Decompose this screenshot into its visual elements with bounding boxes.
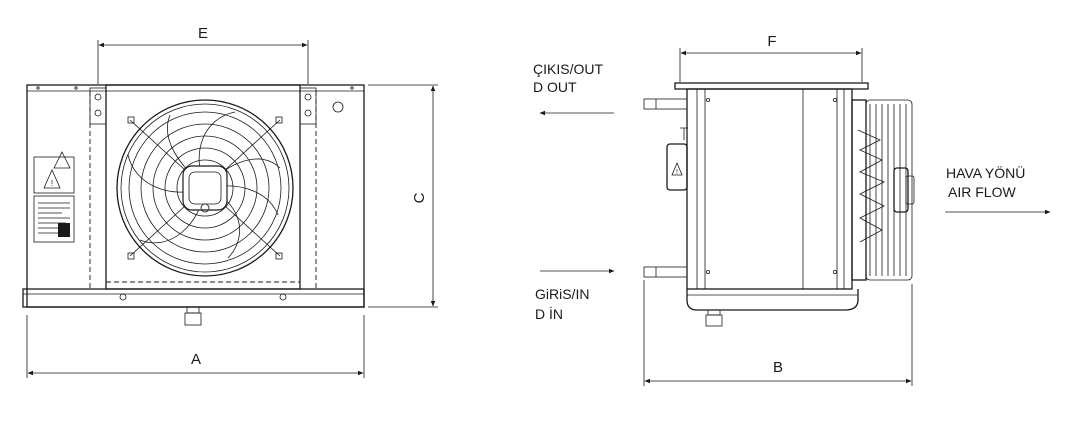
side-drain-tray xyxy=(686,289,859,311)
dimension-e-label: E xyxy=(198,25,208,42)
airflow-label-line2: AIR FLOW xyxy=(948,184,1016,200)
airflow-label-line1: HAVA YÖNÜ xyxy=(946,164,1025,181)
side-body xyxy=(686,88,853,290)
side-fan-guard xyxy=(851,99,915,281)
valve-box xyxy=(666,143,688,191)
outlet-label-line1: ÇIKIS/OUT xyxy=(533,61,603,77)
dimension-e: E xyxy=(97,25,309,84)
inlet-pipe xyxy=(643,266,688,278)
outlet-label-line2: D OUT xyxy=(533,79,577,95)
dimension-f-label: F xyxy=(767,33,776,50)
front-view: ! xyxy=(22,84,365,326)
side-view: ! xyxy=(643,82,915,327)
name-plate xyxy=(33,195,75,243)
dimension-f: F xyxy=(679,33,863,82)
inlet-label-line1: GiRiS/IN xyxy=(535,286,589,302)
fan-shroud xyxy=(105,84,301,290)
outlet-pipe xyxy=(643,98,688,110)
dimension-a: A xyxy=(26,315,365,378)
dimension-c-label: C xyxy=(411,192,428,203)
dimension-b: B xyxy=(643,280,913,386)
svg-text:!: ! xyxy=(51,179,53,188)
dimension-b-label: B xyxy=(773,359,783,376)
inlet-label-line2: D İN xyxy=(535,305,563,322)
front-drain-tray xyxy=(22,288,365,308)
dimension-a-label: A xyxy=(191,351,201,368)
warning-triangle-icon: ! xyxy=(33,151,75,194)
side-top-flange xyxy=(674,82,869,90)
dimension-c: C xyxy=(368,84,438,308)
fan-icon xyxy=(116,99,294,277)
svg-text:!: ! xyxy=(676,169,678,176)
